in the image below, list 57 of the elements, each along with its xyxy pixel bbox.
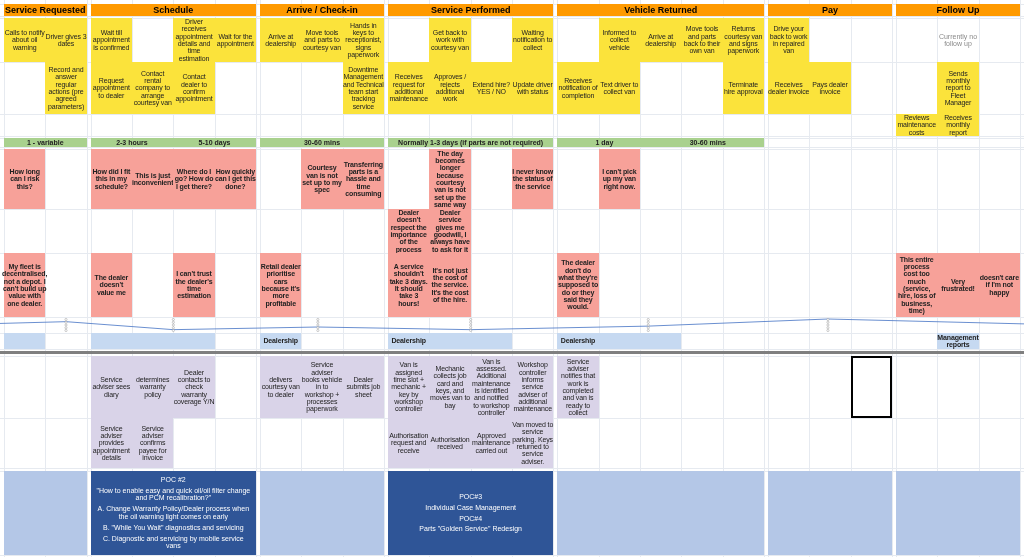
- phase-title: Follow Up: [936, 5, 980, 15]
- empty-panel: [260, 471, 384, 555]
- empty-panel: [557, 471, 764, 555]
- pain-point-note: [301, 149, 343, 209]
- duration-bar: [388, 138, 554, 147]
- touchpoint-box: [260, 333, 302, 349]
- pain-point-note: [260, 253, 302, 317]
- phase-title: Schedule: [153, 5, 194, 15]
- pain-point-note: [598, 149, 640, 209]
- pain-point-note: [557, 253, 599, 317]
- phase-title: Vehicle Returned: [624, 5, 698, 15]
- pain-point-note: [90, 149, 132, 209]
- phase-header: [896, 4, 1020, 16]
- phase-header: [260, 4, 384, 16]
- action-note: [557, 62, 599, 114]
- duration-bar: [260, 138, 384, 147]
- phase-header: [388, 4, 554, 16]
- phase-title: Arrive / Check-in: [286, 5, 358, 15]
- action-note: [260, 18, 302, 62]
- phase-header: [768, 4, 892, 16]
- pain-point-note: [4, 253, 46, 317]
- phase-title: Service Performed: [430, 5, 511, 15]
- action-note: [809, 62, 851, 114]
- poc-panel: [388, 471, 554, 555]
- phase-title: Pay: [822, 5, 838, 15]
- poc-panel: [90, 471, 256, 555]
- backstage-note: [173, 356, 215, 418]
- pain-point-note: [90, 253, 132, 317]
- action-note: [937, 62, 979, 114]
- pain-point-note: [978, 253, 1020, 317]
- pain-point-note: [512, 149, 554, 209]
- action-note: [429, 18, 471, 62]
- pain-point-note: [173, 253, 215, 317]
- duration-bar: [557, 138, 764, 147]
- action-note: [768, 18, 810, 62]
- duration-bar: [90, 138, 256, 147]
- empty-panel: [4, 471, 87, 555]
- phase-header: [557, 4, 764, 16]
- phase-header: [90, 4, 256, 16]
- backstage-note: [342, 356, 384, 418]
- touchpoint-box: [388, 333, 430, 349]
- action-note: [722, 62, 764, 114]
- empty-panel: [768, 471, 892, 555]
- empty-panel: [896, 471, 1020, 555]
- pain-point-note: [342, 149, 384, 209]
- action-note: [4, 18, 46, 62]
- action-note: [388, 62, 430, 114]
- duration-bar: [4, 138, 87, 147]
- empty-panel: [4, 333, 46, 349]
- pain-point-note: [4, 149, 46, 209]
- backstage-note: [260, 356, 302, 418]
- action-note: [512, 18, 554, 62]
- action-note: [90, 18, 132, 62]
- phase-title: Service Requested: [5, 5, 86, 15]
- action-note: [214, 18, 256, 62]
- pain-point-note: [214, 149, 256, 209]
- touchpoint-box: [557, 333, 599, 349]
